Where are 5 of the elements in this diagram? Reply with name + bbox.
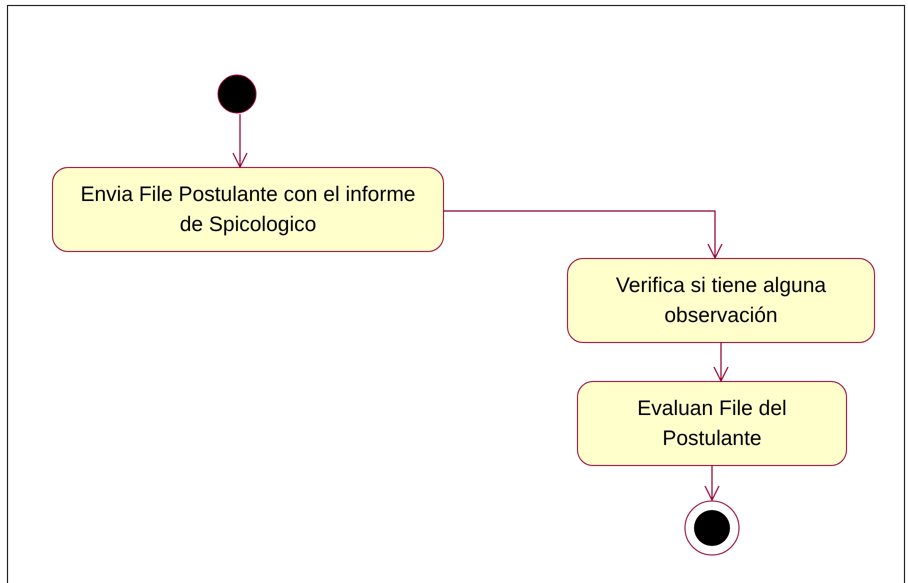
final-node (684, 500, 740, 556)
activity-box: Verifica si tiene alguna observación (567, 258, 875, 343)
activity-box: Evaluan File del Postulante (577, 381, 847, 466)
initial-node (217, 74, 257, 114)
activity-box: Envia File Postulante con el informe de Spicologico (52, 167, 444, 252)
